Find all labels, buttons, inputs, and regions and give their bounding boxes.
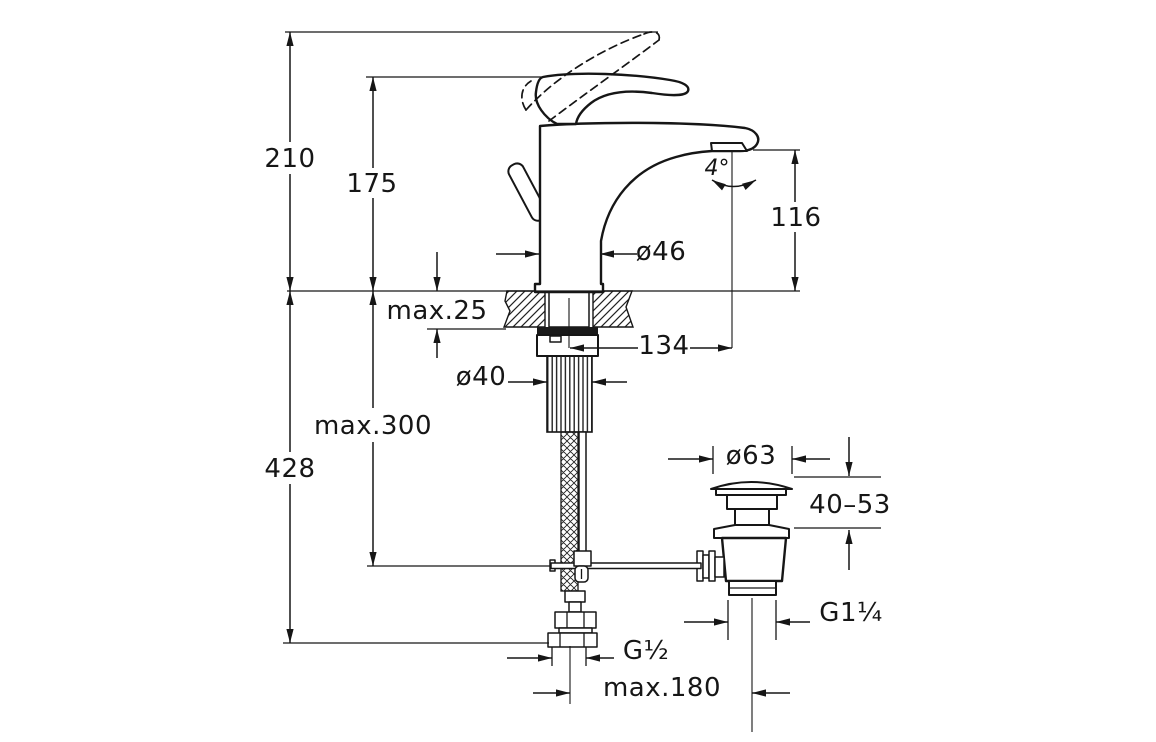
- dim-label-spout-angle: 4°: [705, 156, 730, 181]
- counter-hatch-left: [502, 290, 546, 328]
- dim-label-o40: ø40: [456, 362, 507, 392]
- waste-flange-dome: [710, 481, 793, 490]
- dim-label-40-53: 40–53: [809, 490, 891, 520]
- below-deck-hardware: [536, 291, 702, 648]
- waste-column: [734, 508, 770, 526]
- popup-vertical-rod: [578, 431, 587, 554]
- waste-collar: [713, 524, 790, 539]
- faucet-body-outline: [533, 121, 760, 294]
- dimension-lines: [286, 32, 853, 697]
- waste-body: [720, 536, 788, 583]
- counter-hatch-right: [592, 290, 634, 328]
- dim-label-max180: max.180: [603, 673, 721, 703]
- hose-end-fitting: [547, 590, 598, 648]
- dim-label-max25: max.25: [387, 296, 488, 326]
- dim-label-g12: G½: [623, 636, 669, 666]
- dim-label-175: 175: [346, 169, 397, 199]
- dim-label-o46: ø46: [636, 237, 687, 267]
- dim-label-g114: G1¼: [819, 598, 882, 628]
- handle-lever: [534, 72, 690, 126]
- popup-rod-clamp: [573, 550, 592, 567]
- spout-angle-arc: [711, 179, 757, 191]
- dim-label-max300: max.300: [314, 411, 432, 441]
- popup-waste-assembly: [696, 481, 793, 596]
- dim-label-210: 210: [264, 144, 315, 174]
- faucet-body-group: [507, 31, 760, 294]
- mounting-nut-notch: [549, 335, 562, 343]
- gasket: [537, 327, 598, 335]
- mounting-nut: [536, 334, 599, 357]
- dim-label-134: 134: [638, 331, 689, 361]
- handle-raised-dashed: [521, 31, 661, 122]
- dimension-labels: 210 175 116 4° ø46 max.25 134 ø40 max.30…: [264, 144, 890, 703]
- dim-label-116: 116: [770, 203, 821, 233]
- aerator: [710, 142, 748, 152]
- dim-label-o63: ø63: [726, 441, 777, 471]
- waste-neck: [726, 494, 778, 510]
- dim-label-428: 428: [264, 454, 315, 484]
- threaded-shank: [546, 355, 593, 433]
